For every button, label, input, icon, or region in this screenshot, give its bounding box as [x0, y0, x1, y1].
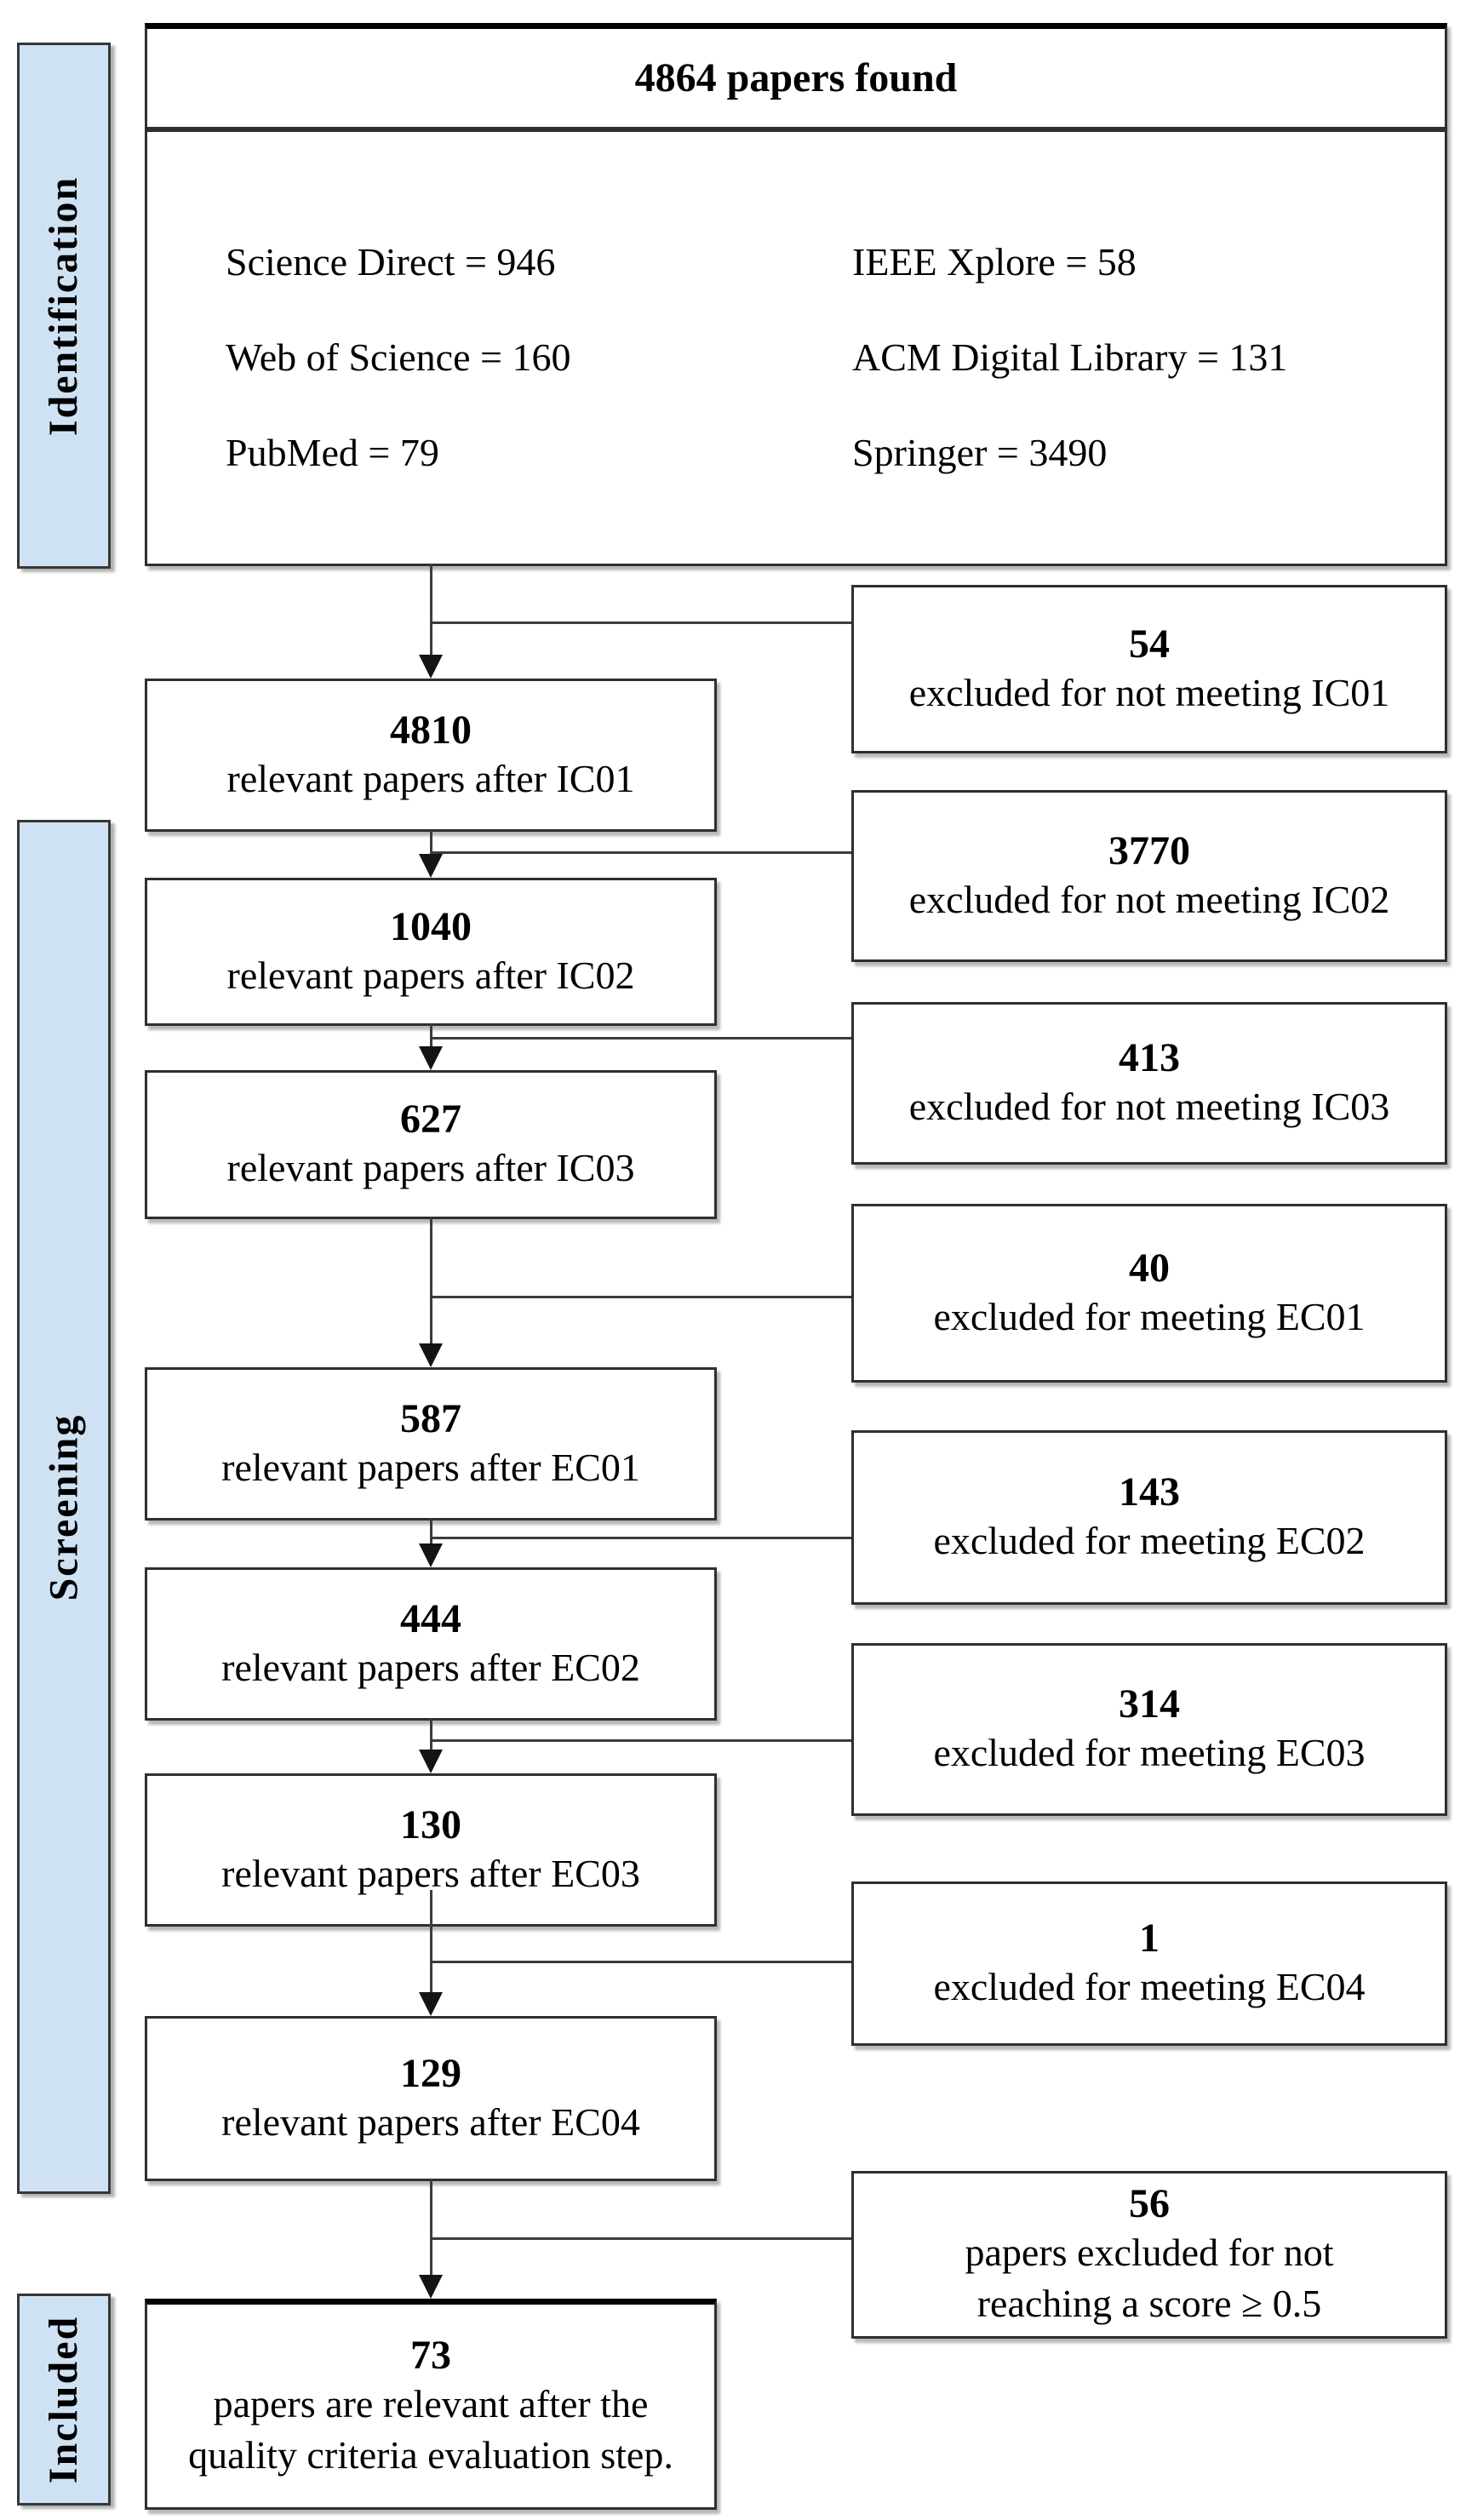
exclusion-label: excluded for meeting EC01 [933, 1294, 1366, 1338]
exclusion-box-ec04: 1 excluded for meeting EC04 [851, 1881, 1447, 2046]
papers-found-title: 4864 papers found [634, 55, 958, 100]
arrow-down-icon [419, 2275, 443, 2299]
exclusion-count: 3770 [1108, 828, 1190, 873]
arrow-down-icon [419, 1343, 443, 1367]
phase-identification: Identification [17, 43, 111, 569]
connector-line [430, 1217, 432, 1345]
connector-line [430, 830, 432, 856]
exclusion-box-ec02: 143 excluded for meeting EC02 [851, 1430, 1447, 1605]
flow-box-included: 73 papers are relevant after the quality… [145, 2299, 717, 2510]
flow-box-after-ic03: 627 relevant papers after IC03 [145, 1070, 717, 1219]
connector-line [431, 1961, 851, 1963]
flow-count: 129 [400, 2050, 461, 2096]
papers-found-sources-box: Science Direct = 946 Web of Science = 16… [145, 129, 1447, 566]
exclusion-count: 56 [1129, 2181, 1170, 2227]
source-column-right: IEEE Xplore = 58 ACM Digital Library = 1… [852, 214, 1287, 500]
phase-identification-label: Identification [41, 175, 87, 436]
exclusion-box-ic02: 3770 excluded for not meeting IC02 [851, 790, 1447, 962]
exclusion-box-quality-score: 56 papers excluded for not reaching a sc… [851, 2171, 1447, 2339]
flow-label: relevant papers after EC04 [221, 2099, 640, 2144]
arrow-down-icon [419, 1046, 443, 1070]
flow-box-after-ec01: 587 relevant papers after EC01 [145, 1367, 717, 1521]
arrow-down-icon [419, 655, 443, 679]
arrow-down-icon [419, 1544, 443, 1567]
phase-screening-label: Screening [41, 1413, 87, 1601]
flow-count: 444 [400, 1595, 461, 1641]
connector-line [430, 1024, 432, 1048]
connector-line [431, 1037, 851, 1040]
connector-line [430, 2179, 432, 2277]
exclusion-label: excluded for meeting EC03 [933, 1731, 1366, 1775]
phase-included-label: Included [41, 2315, 87, 2484]
exclusion-count: 314 [1119, 1681, 1180, 1727]
source-count: IEEE Xplore = 58 [852, 239, 1137, 284]
source-column-left: Science Direct = 946 Web of Science = 16… [226, 214, 570, 500]
flow-box-after-ec04: 129 relevant papers after EC04 [145, 2016, 717, 2181]
flow-label: relevant papers after IC03 [226, 1146, 635, 1190]
source-count: Springer = 3490 [852, 430, 1108, 474]
exclusion-label: excluded for meeting EC04 [933, 1965, 1366, 2009]
flow-count: 587 [400, 1395, 461, 1441]
exclusion-box-ic03: 413 excluded for not meeting IC03 [851, 1002, 1447, 1165]
connector-line [430, 564, 432, 657]
exclusion-label: papers excluded for not reaching a score… [965, 2231, 1334, 2326]
flow-box-after-ic01: 4810 relevant papers after IC01 [145, 679, 717, 832]
flow-count: 73 [410, 2332, 451, 2378]
papers-found-header: 4864 papers found [145, 23, 1447, 129]
connector-line [430, 1719, 432, 1751]
exclusion-count: 1 [1139, 1916, 1160, 1961]
flow-count: 1040 [390, 903, 472, 949]
connector-line [430, 1519, 432, 1545]
exclusion-count: 40 [1129, 1245, 1170, 1291]
connector-line [431, 1739, 851, 1742]
exclusion-box-ic01: 54 excluded for not meeting IC01 [851, 585, 1447, 753]
flow-count: 627 [400, 1097, 461, 1142]
source-count: PubMed = 79 [226, 430, 439, 474]
flow-label: relevant papers after EC03 [221, 1851, 640, 1895]
connector-line [430, 1890, 432, 1994]
arrow-down-icon [419, 854, 443, 878]
exclusion-count: 143 [1119, 1469, 1180, 1515]
exclusion-box-ec03: 314 excluded for meeting EC03 [851, 1643, 1447, 1816]
exclusion-box-ec01: 40 excluded for meeting EC01 [851, 1204, 1447, 1383]
flow-label: papers are relevant after the quality cr… [188, 2381, 673, 2477]
connector-line [431, 2237, 851, 2240]
flow-count: 130 [400, 1801, 461, 1847]
flow-label: relevant papers after EC01 [221, 1445, 640, 1489]
exclusion-count: 413 [1119, 1035, 1180, 1080]
source-count: Science Direct = 946 [226, 239, 556, 284]
exclusion-label: excluded for meeting EC02 [933, 1519, 1366, 1563]
exclusion-count: 54 [1129, 621, 1170, 667]
phase-screening: Screening [17, 820, 111, 2194]
connector-line [431, 1296, 851, 1298]
flow-label: relevant papers after IC01 [226, 756, 635, 800]
arrow-down-icon [419, 1750, 443, 1773]
exclusion-label: excluded for not meeting IC01 [908, 670, 1390, 714]
exclusion-label: excluded for not meeting IC02 [908, 877, 1390, 921]
exclusion-label: excluded for not meeting IC03 [908, 1085, 1390, 1129]
connector-line [431, 851, 851, 854]
flow-box-after-ec02: 444 relevant papers after EC02 [145, 1567, 717, 1721]
phase-included: Included [17, 2294, 111, 2506]
flow-count: 4810 [390, 707, 472, 753]
source-count: ACM Digital Library = 131 [852, 335, 1288, 379]
source-count: Web of Science = 160 [226, 335, 571, 379]
connector-line [431, 1537, 851, 1539]
flow-box-after-ic02: 1040 relevant papers after IC02 [145, 878, 717, 1026]
flow-label: relevant papers after EC02 [221, 1645, 640, 1689]
flow-label: relevant papers after IC02 [226, 953, 635, 997]
arrow-down-icon [419, 1992, 443, 2016]
connector-line [431, 621, 851, 624]
